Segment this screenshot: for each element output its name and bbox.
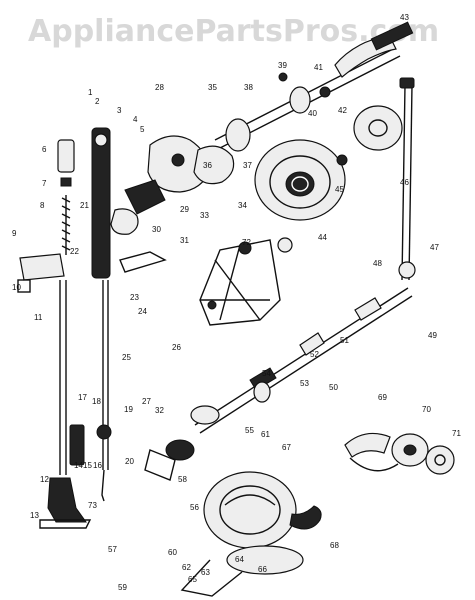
part-label-11: 11	[34, 313, 43, 322]
part-label-7: 7	[42, 179, 47, 188]
part-label-57: 57	[108, 545, 117, 554]
part-label-60: 60	[168, 548, 177, 557]
part-label-69: 69	[378, 393, 387, 402]
part-label-22: 22	[70, 247, 79, 256]
part-label-58: 58	[178, 475, 187, 484]
part-label-39: 39	[278, 61, 287, 70]
part-label-37: 37	[243, 161, 252, 170]
part-label-13: 13	[30, 511, 39, 520]
part-label-20: 20	[125, 457, 134, 466]
part-label-43: 43	[400, 13, 409, 22]
part-label-32: 32	[155, 406, 164, 415]
part-label-16: 16	[93, 461, 102, 470]
part-label-41: 41	[314, 63, 323, 72]
part-label-59: 59	[118, 583, 127, 592]
part-label-29: 29	[180, 205, 189, 214]
part-label-54: 54	[262, 369, 271, 378]
part-label-25: 25	[122, 353, 131, 362]
part-label-48: 48	[373, 259, 382, 268]
handwheel	[254, 105, 403, 221]
part-label-4: 4	[133, 115, 138, 124]
part-label-17: 17	[78, 393, 87, 402]
part-label-8: 8	[40, 201, 45, 210]
part-label-38: 38	[244, 83, 253, 92]
part-label-27: 27	[142, 397, 151, 406]
part-label-18: 18	[92, 397, 101, 406]
part-label-6: 6	[42, 145, 47, 154]
hook-drive	[144, 405, 322, 597]
part-label-46: 46	[400, 178, 409, 187]
part-label-63: 63	[201, 568, 210, 577]
part-label-64: 64	[235, 555, 244, 564]
part-label-50: 50	[329, 383, 338, 392]
part-label-56: 56	[190, 503, 199, 512]
part-label-30: 30	[152, 225, 161, 234]
feed-mechanism	[199, 237, 293, 326]
bobbin-assembly	[344, 432, 455, 475]
part-label-61: 61	[261, 430, 270, 439]
part-label-2: 2	[95, 97, 100, 106]
part-label-33: 33	[200, 211, 209, 220]
part-label-28: 28	[155, 83, 164, 92]
part-label-24: 24	[138, 307, 147, 316]
part-label-51: 51	[340, 336, 349, 345]
part-label-5: 5	[140, 125, 145, 134]
needle-bar	[91, 127, 112, 502]
part-label-19: 19	[124, 405, 133, 414]
part-label-73: 73	[88, 501, 97, 510]
part-label-1: 1	[88, 88, 93, 97]
part-label-45: 45	[335, 185, 344, 194]
part-label-21: 21	[80, 201, 89, 210]
part-label-70: 70	[422, 405, 431, 414]
lower-shaft	[194, 287, 413, 434]
part-label-23: 23	[130, 293, 139, 302]
part-label-53: 53	[300, 379, 309, 388]
part-label-67: 67	[282, 443, 291, 452]
part-label-31: 31	[180, 236, 189, 245]
part-label-62: 62	[182, 563, 191, 572]
part-label-36: 36	[203, 161, 212, 170]
presser-bar-assembly	[17, 139, 92, 529]
part-label-10: 10	[12, 283, 21, 292]
part-label-12: 12	[40, 475, 49, 484]
part-label-9: 9	[12, 229, 17, 238]
part-label-42: 42	[338, 106, 347, 115]
part-label-68: 68	[330, 541, 339, 550]
part-label-14: 14	[74, 461, 83, 470]
part-label-65: 65	[188, 575, 197, 584]
part-label-72: 72	[242, 238, 251, 247]
take-up-lever	[110, 135, 235, 273]
part-label-34: 34	[238, 201, 247, 210]
part-label-35: 35	[208, 83, 217, 92]
part-label-71: 71	[452, 429, 461, 438]
part-label-44: 44	[318, 233, 327, 242]
upper-shaft	[214, 21, 414, 152]
part-label-47: 47	[430, 243, 439, 252]
part-label-15: 15	[83, 461, 92, 470]
part-label-66: 66	[258, 565, 267, 574]
part-label-40: 40	[308, 109, 317, 118]
part-label-3: 3	[117, 106, 122, 115]
part-label-52: 52	[310, 350, 319, 359]
vertical-shaft	[398, 77, 416, 281]
part-label-49: 49	[428, 331, 437, 340]
part-label-55: 55	[245, 426, 254, 435]
part-label-26: 26	[172, 343, 181, 352]
